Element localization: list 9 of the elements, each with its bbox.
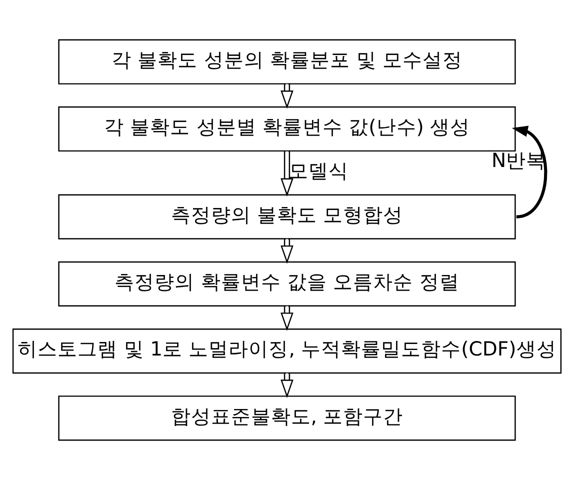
node-box: 측정량의 불확도 모형합성 [58, 194, 516, 240]
edge-label: 모델식 [288, 160, 349, 183]
node-box: 측정량의 확률변수 값을 오름차순 정렬 [58, 261, 516, 306]
node-box: 히스토그램 및 1로 노멀라이징, 누적확률밀도함수(CDF)생성 [12, 328, 562, 374]
node-box: 각 불확도 성분별 확률변수 값(난수) 생성 [58, 106, 516, 152]
arrow [512, 126, 548, 218]
node-box: 각 불확도 성분의 확률분포 및 모수설정 [58, 39, 516, 84]
arrow [280, 151, 294, 197]
node-box: 합성표준불확도, 포함구간 [58, 396, 516, 441]
